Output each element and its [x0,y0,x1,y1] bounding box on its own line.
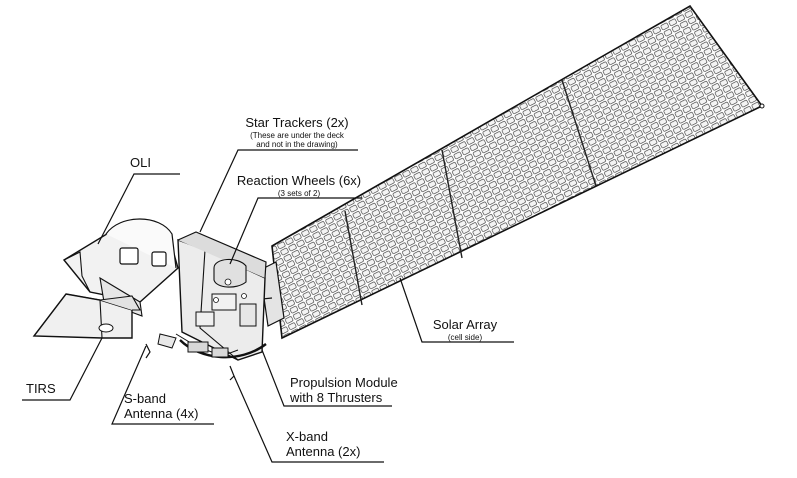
label-star-trackers-title: Star Trackers (2x) [245,115,349,130]
label-oli: OLI [130,155,151,171]
label-x-band-line2: Antenna (2x) [286,443,361,459]
leader-tirs [22,337,103,401]
label-star-trackers: Star Trackers (2x) (These are under the … [236,115,358,150]
leader-oli [97,173,180,245]
label-reaction-wheels: Reaction Wheels (6x) (3 sets of 2) [234,173,364,198]
label-s-band-line1: S-band [124,391,166,406]
solar-array-panel [271,4,765,340]
leader-solar-array [399,277,514,343]
leader-propulsion [261,349,392,407]
label-star-trackers-note-2: and not in the drawing) [256,140,338,150]
label-oli-title: OLI [130,155,151,170]
label-s-band-antenna: S-band Antenna (4x) [124,391,199,422]
label-solar-array-title: Solar Array [432,317,498,332]
label-x-band-antenna: X-band Antenna (2x) [286,429,361,460]
label-x-band-line1: X-band [286,429,328,444]
label-tirs-title: TIRS [26,381,56,396]
leader-x-band [233,375,384,463]
label-star-trackers-note-1: (These are under the deck [250,130,344,140]
label-propulsion-module: Propulsion Module with 8 Thrusters [290,375,398,406]
label-propulsion-line1: Propulsion Module [290,375,398,390]
label-propulsion-line2: with 8 Thrusters [290,389,383,405]
tirs-instrument [32,293,141,339]
label-solar-array-note: (cell side) [447,332,483,342]
leader-lines [22,149,514,463]
label-s-band-line2: Antenna (4x) [124,405,199,421]
label-reaction-wheels-title: Reaction Wheels (6x) [236,173,362,188]
leader-s-band [111,345,214,425]
leader-reaction-wheels [229,197,362,265]
label-tirs: TIRS [26,381,56,397]
leader-star-trackers [199,149,358,233]
label-reaction-wheels-note: (3 sets of 2) [277,188,321,198]
label-solar-array: Solar Array (cell side) [420,317,510,342]
spacecraft-bus [145,231,267,381]
